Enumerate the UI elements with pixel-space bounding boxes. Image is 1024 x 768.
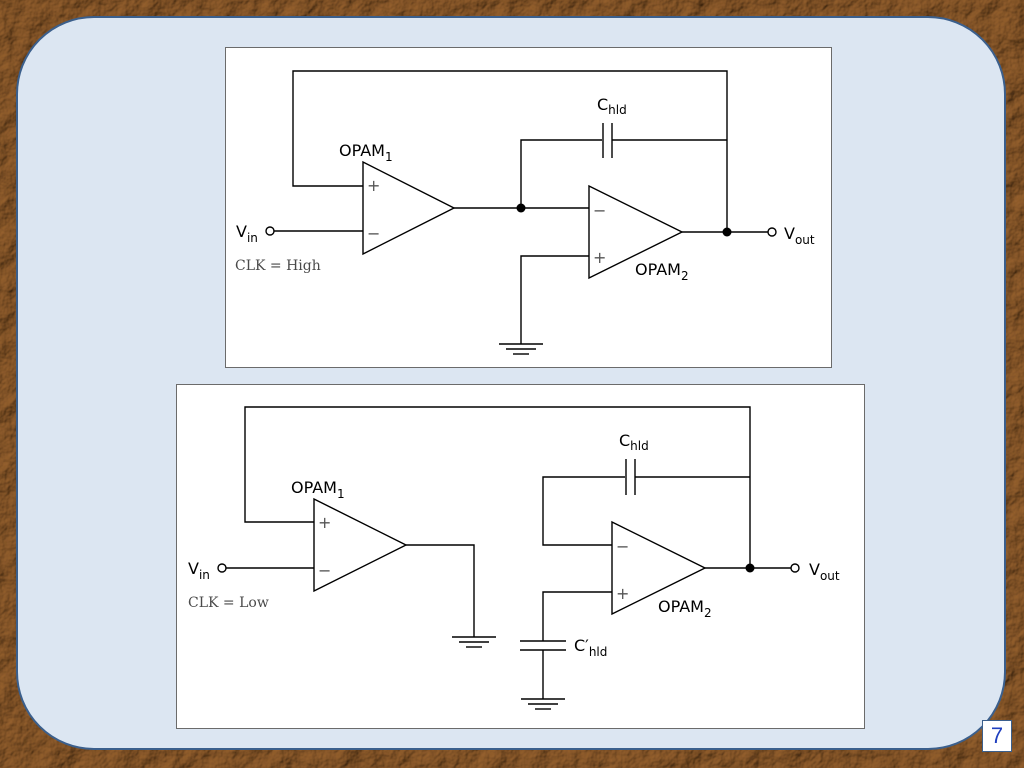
opamp2-label: OPAM2 [635,260,689,283]
opamp1-output-wire [406,544,475,637]
cap-prime-top-wire [542,591,612,641]
opamp2-label: OPAM2 [658,597,712,620]
input-terminal [265,226,275,236]
output-label: Vout [784,224,815,247]
cap-left-wire [542,476,625,546]
opamp1-minus-sign: − [367,224,380,243]
output-terminal [767,227,777,237]
hold-capacitor-label: Chld [619,431,649,453]
opamp1-symbol [313,497,408,593]
opamp2-plus-sign: + [616,584,629,603]
opamp2-symbol [611,520,707,616]
junction-dot-output [745,563,755,573]
ground-icon-opamp2 [521,698,565,710]
input-label: Vin [236,222,258,245]
ground-wire [520,255,589,344]
opamp1-plus-sign: + [367,176,380,195]
cap-left-wire [520,139,602,208]
slide-number: 7 [982,720,1012,752]
opamp1-minus-sign: − [318,561,331,580]
ground-icon-opamp1 [452,636,496,648]
output-label: Vout [809,560,840,583]
input-terminal [217,563,227,573]
junction-dot-output [722,227,732,237]
opamp1-plus-sign: + [318,513,331,532]
opamp2-minus-sign: − [593,201,606,220]
circuit-diagram-clk-high: + − OPAM1 Vin CLK = High Chld − + OPAM2 … [225,47,832,368]
feedback-wire [292,70,728,232]
clock-label: CLK = High [235,258,321,274]
ground-icon [499,343,543,355]
opamp2-symbol [588,184,684,280]
hold-capacitor-prime-label: C′hld [574,636,607,659]
input-label: Vin [188,559,210,582]
feedback-wire [244,406,751,568]
output-terminal [790,563,800,573]
opamp2-minus-sign: − [616,537,629,556]
hold-capacitor-label: Chld [597,95,627,117]
opamp2-plus-sign: + [593,248,606,267]
clock-label: CLK = Low [188,595,269,611]
circuit-diagram-clk-low: + − OPAM1 Vin CLK = Low Chld − + OPAM2 V… [176,384,865,729]
opamp1-symbol [362,160,456,256]
opamp1-label: OPAM1 [291,478,345,501]
opamp1-label: OPAM1 [339,141,393,164]
